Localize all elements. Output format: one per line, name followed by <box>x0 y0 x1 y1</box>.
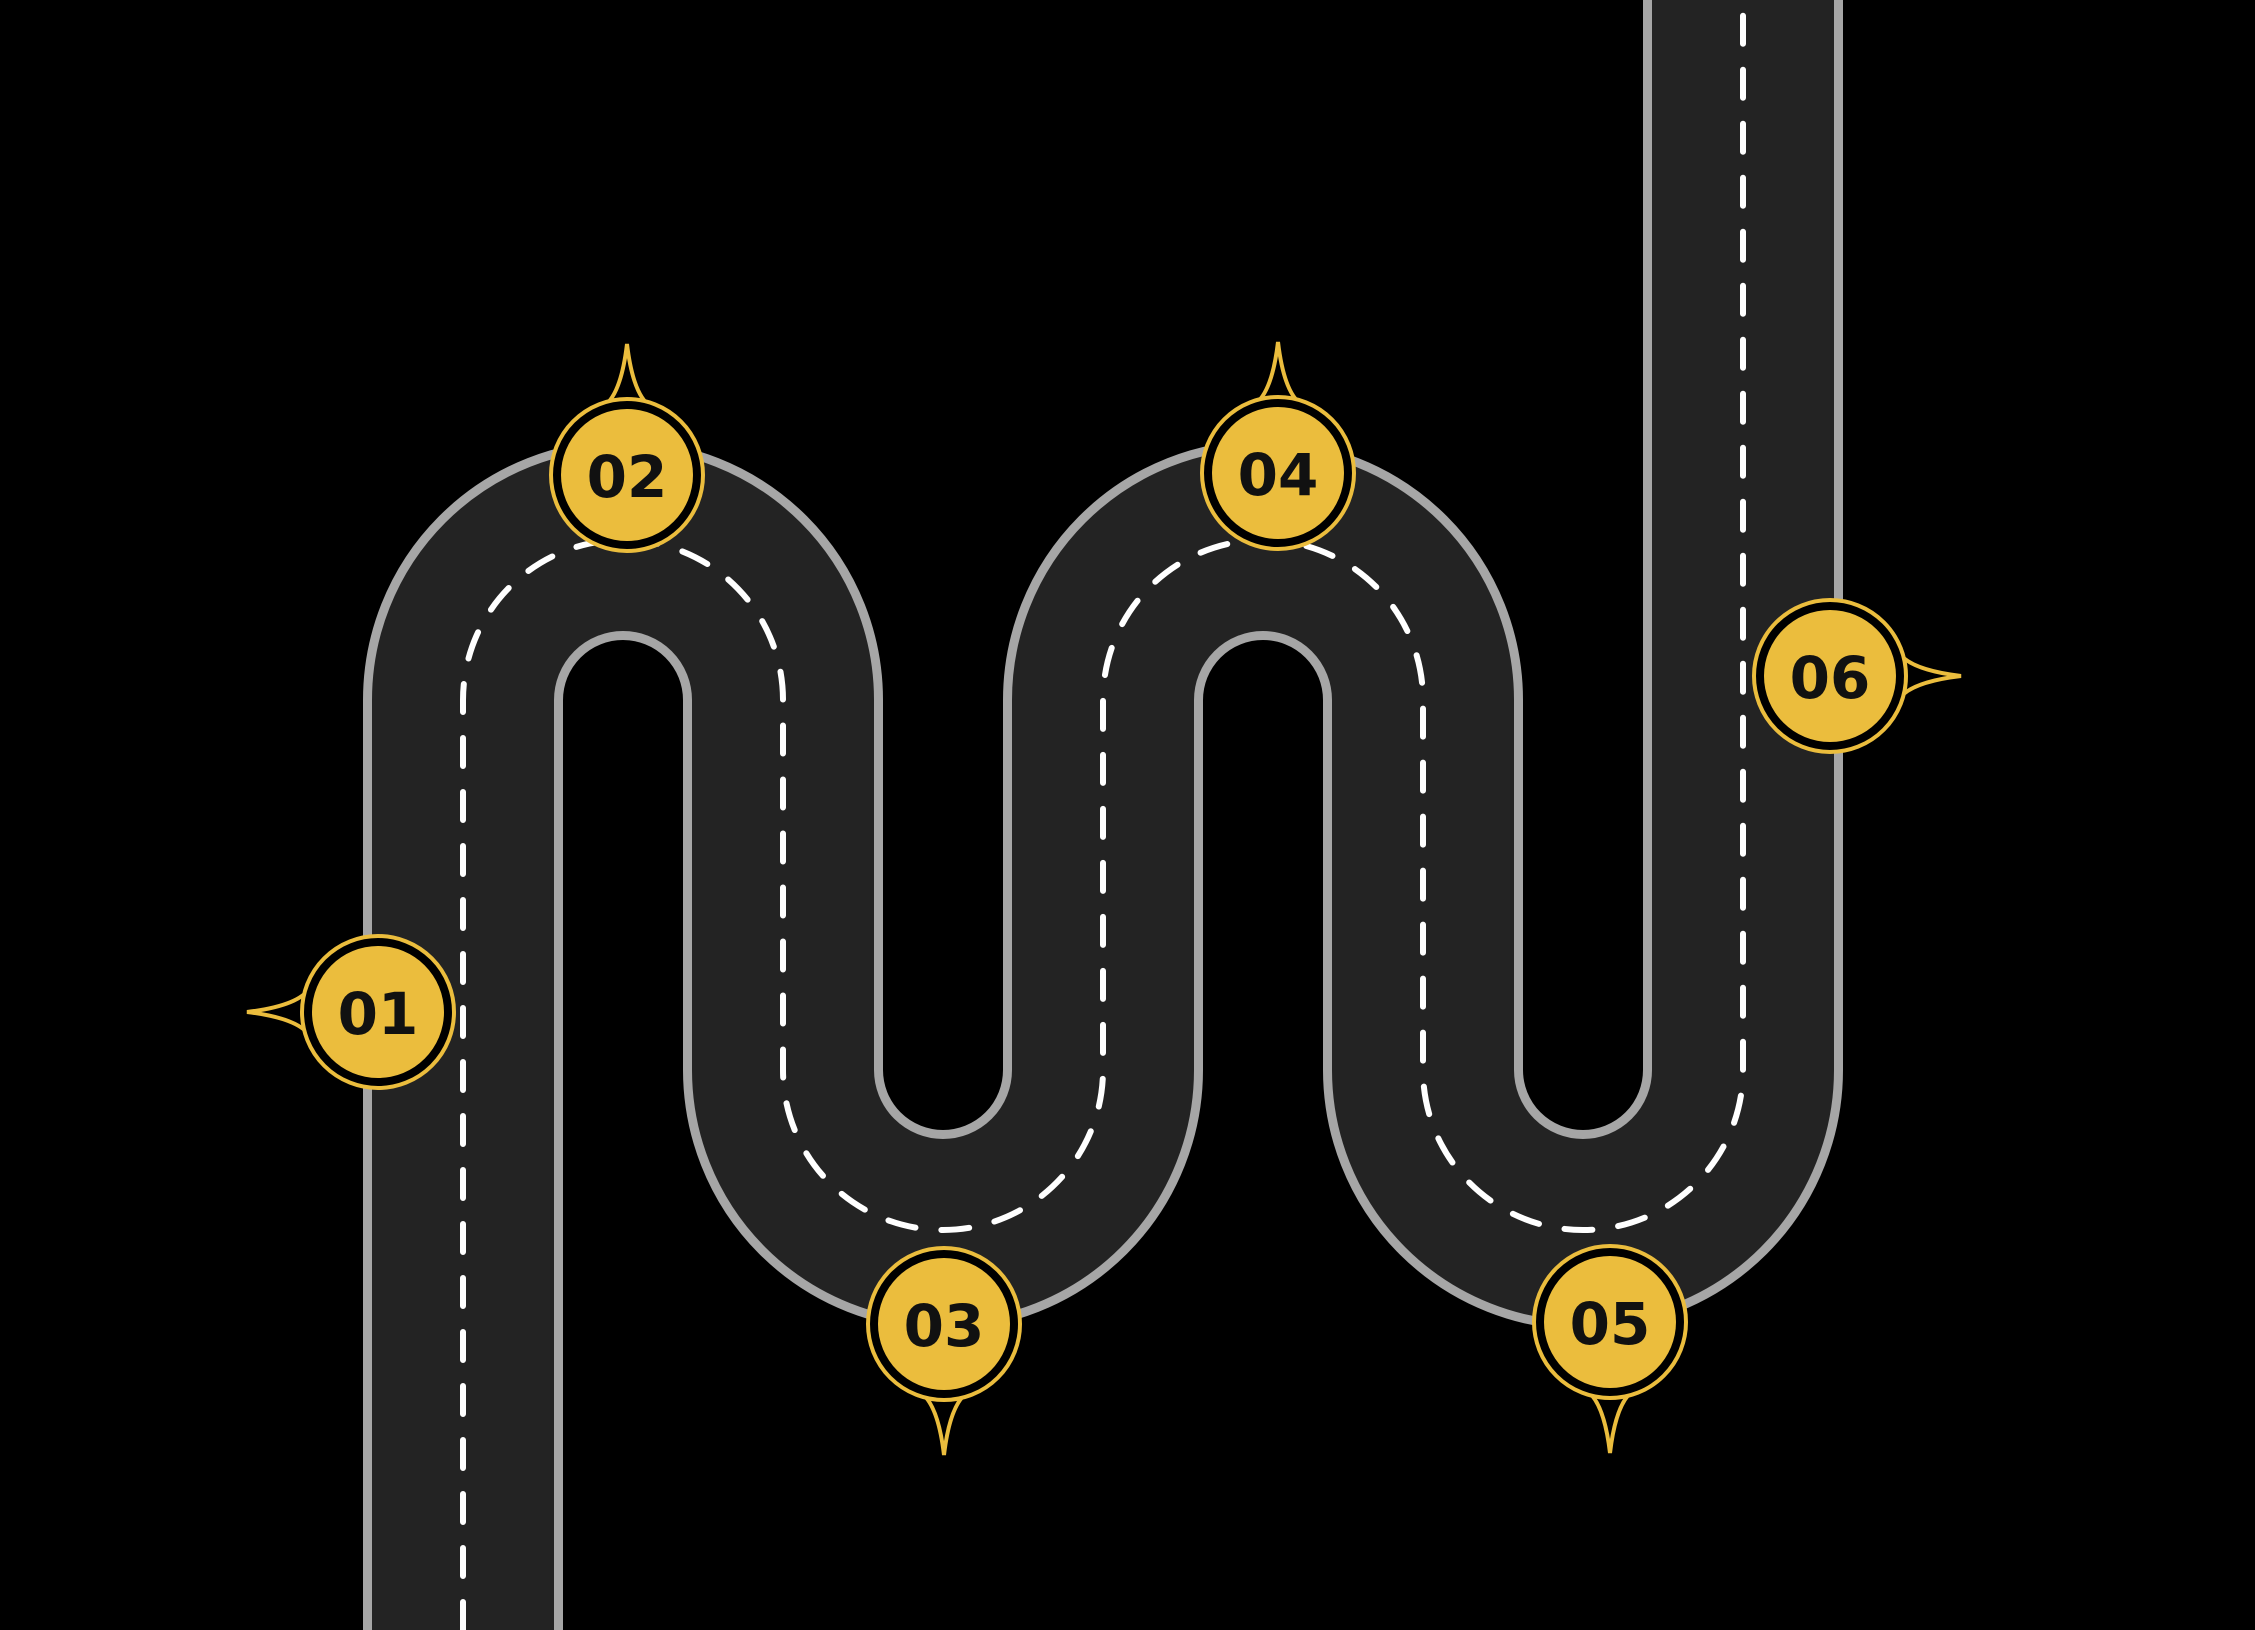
milestone-label-03: 03 <box>904 1292 985 1360</box>
milestone-marker-02: 02 <box>551 344 703 551</box>
milestone-label-02: 02 <box>587 443 668 511</box>
milestone-label-04: 04 <box>1238 441 1319 509</box>
milestone-label-05: 05 <box>1570 1290 1651 1358</box>
milestone-marker-03: 03 <box>868 1248 1020 1455</box>
road <box>463 0 1743 1630</box>
milestone-label-06: 06 <box>1790 644 1871 712</box>
milestone-marker-04: 04 <box>1202 342 1354 549</box>
milestone-marker-01: 01 <box>247 936 454 1088</box>
milestone-marker-06: 06 <box>1754 600 1961 752</box>
milestone-marker-05: 05 <box>1534 1246 1686 1453</box>
road-center-lane-dashes <box>463 0 1743 1630</box>
milestone-label-01: 01 <box>338 980 419 1048</box>
